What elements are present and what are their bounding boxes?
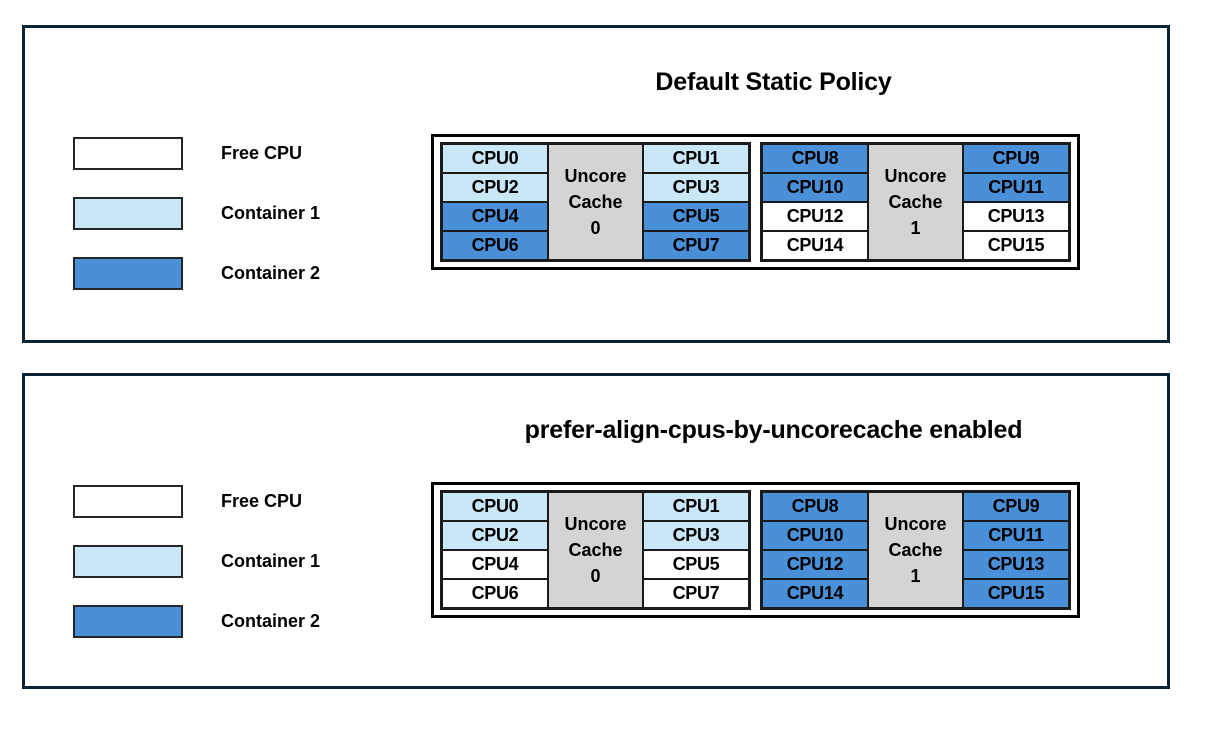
uncore-cache-line-2: Cache (568, 191, 623, 212)
cpu-cell: CPU5 (643, 202, 749, 231)
cpu-cell: CPU1 (643, 144, 749, 173)
uncore-cache-line-1: Uncore (884, 165, 947, 186)
panel-default-static-policy: Default Static Policy Free CPU Container… (22, 25, 1170, 343)
cpu-cell: CPU4 (442, 550, 548, 579)
cpu-cell: CPU12 (762, 550, 868, 579)
cpu-cell: CPU9 (963, 144, 1069, 173)
legend-swatch-container-1 (73, 196, 183, 230)
cpu-cell: CPU1 (643, 492, 749, 521)
cpu-column-right: CPU1 CPU3 CPU5 CPU7 (643, 144, 749, 260)
legend-label-container-1: Container 1 (221, 550, 321, 571)
uncore-cache-box: Uncore Cache 0 (548, 492, 643, 608)
cpu-cell: CPU13 (963, 550, 1069, 579)
legend: Free CPU Container 1 Container 2 (73, 123, 363, 303)
cpu-column-left: CPU8 CPU10 CPU12 CPU14 (762, 492, 868, 608)
cpu-cell: CPU3 (643, 173, 749, 202)
uncore-cache-index: 0 (590, 218, 601, 239)
cpu-cell: CPU4 (442, 202, 548, 231)
legend-item-container-1: Container 1 (73, 183, 363, 243)
uncore-cache-line-1: Uncore (564, 513, 627, 534)
uncore-cache-group-1: CPU8 CPU10 CPU12 CPU14 Uncore Cache 1 CP… (760, 142, 1071, 262)
cpu-cell: CPU0 (442, 492, 548, 521)
uncore-cache-box: Uncore Cache 0 (548, 144, 643, 260)
cpu-cell: CPU9 (963, 492, 1069, 521)
uncore-cache-group-0: CPU0 CPU2 CPU4 CPU6 Uncore Cache 0 CPU1 … (440, 490, 751, 610)
cpu-cell: CPU11 (963, 173, 1069, 202)
uncore-cache-group-1: CPU8 CPU10 CPU12 CPU14 Uncore Cache 1 CP… (760, 490, 1071, 610)
cpu-cell: CPU7 (643, 231, 749, 260)
uncore-cache-index: 1 (910, 566, 921, 587)
uncore-cache-index: 0 (590, 566, 601, 587)
cpu-cell: CPU10 (762, 173, 868, 202)
cpu-cell: CPU2 (442, 521, 548, 550)
uncore-cache-index: 1 (910, 218, 921, 239)
cpu-column-left: CPU0 CPU2 CPU4 CPU6 (442, 144, 548, 260)
uncore-cache-line-2: Cache (568, 539, 623, 560)
uncore-cache-box: Uncore Cache 1 (868, 492, 963, 608)
page-title: Default Static Policy (655, 68, 892, 96)
page-title: prefer-align-cpus-by-uncorecache enabled (524, 416, 1023, 444)
uncore-cache-group-0: CPU0 CPU2 CPU4 CPU6 Uncore Cache 0 CPU1 … (440, 142, 751, 262)
legend-item-free-cpu: Free CPU (73, 123, 363, 183)
cpu-cell: CPU3 (643, 521, 749, 550)
cpu-cell: CPU10 (762, 521, 868, 550)
legend-swatch-free-cpu (73, 136, 183, 170)
legend-label-container-1: Container 1 (221, 202, 321, 223)
legend-label-free-cpu: Free CPU (221, 490, 303, 511)
cpu-cell: CPU8 (762, 144, 868, 173)
panel-prefer-align-cpus-by-uncorecache: prefer-align-cpus-by-uncorecache enabled… (22, 373, 1170, 689)
cpu-column-right: CPU1 CPU3 CPU5 CPU7 (643, 492, 749, 608)
legend-swatch-container-2 (73, 256, 183, 290)
cpu-cell: CPU15 (963, 579, 1069, 608)
legend-item-container-1: Container 1 (73, 531, 363, 591)
cpu-cell: CPU14 (762, 579, 868, 608)
cpu-cell: CPU2 (442, 173, 548, 202)
cpu-cell: CPU11 (963, 521, 1069, 550)
cpu-cell: CPU15 (963, 231, 1069, 260)
legend-item-free-cpu: Free CPU (73, 471, 363, 531)
legend-label-container-2: Container 2 (221, 262, 321, 283)
legend-item-container-2: Container 2 (73, 591, 363, 651)
uncore-cache-box: Uncore Cache 1 (868, 144, 963, 260)
legend-swatch-container-1 (73, 544, 183, 578)
legend: Free CPU Container 1 Container 2 (73, 471, 363, 651)
cpu-column-right: CPU9 CPU11 CPU13 CPU15 (963, 144, 1069, 260)
cpu-column-left: CPU0 CPU2 CPU4 CPU6 (442, 492, 548, 608)
legend-item-container-2: Container 2 (73, 243, 363, 303)
legend-swatch-free-cpu (73, 484, 183, 518)
legend-label-free-cpu: Free CPU (221, 142, 303, 163)
cpu-column-right: CPU9 CPU11 CPU13 CPU15 (963, 492, 1069, 608)
cpu-cell: CPU13 (963, 202, 1069, 231)
cpu-topology-grid: CPU0 CPU2 CPU4 CPU6 Uncore Cache 0 CPU1 … (431, 134, 1080, 270)
uncore-cache-line-2: Cache (888, 191, 943, 212)
legend-label-container-2: Container 2 (221, 610, 321, 631)
cpu-cell: CPU6 (442, 579, 548, 608)
cpu-cell: CPU14 (762, 231, 868, 260)
cpu-cell: CPU7 (643, 579, 749, 608)
cpu-cell: CPU12 (762, 202, 868, 231)
uncore-cache-line-2: Cache (888, 539, 943, 560)
cpu-cell: CPU0 (442, 144, 548, 173)
cpu-topology-grid: CPU0 CPU2 CPU4 CPU6 Uncore Cache 0 CPU1 … (431, 482, 1080, 618)
cpu-cell: CPU5 (643, 550, 749, 579)
cpu-column-left: CPU8 CPU10 CPU12 CPU14 (762, 144, 868, 260)
uncore-cache-line-1: Uncore (564, 165, 627, 186)
legend-swatch-container-2 (73, 604, 183, 638)
cpu-cell: CPU6 (442, 231, 548, 260)
cpu-cell: CPU8 (762, 492, 868, 521)
uncore-cache-line-1: Uncore (884, 513, 947, 534)
